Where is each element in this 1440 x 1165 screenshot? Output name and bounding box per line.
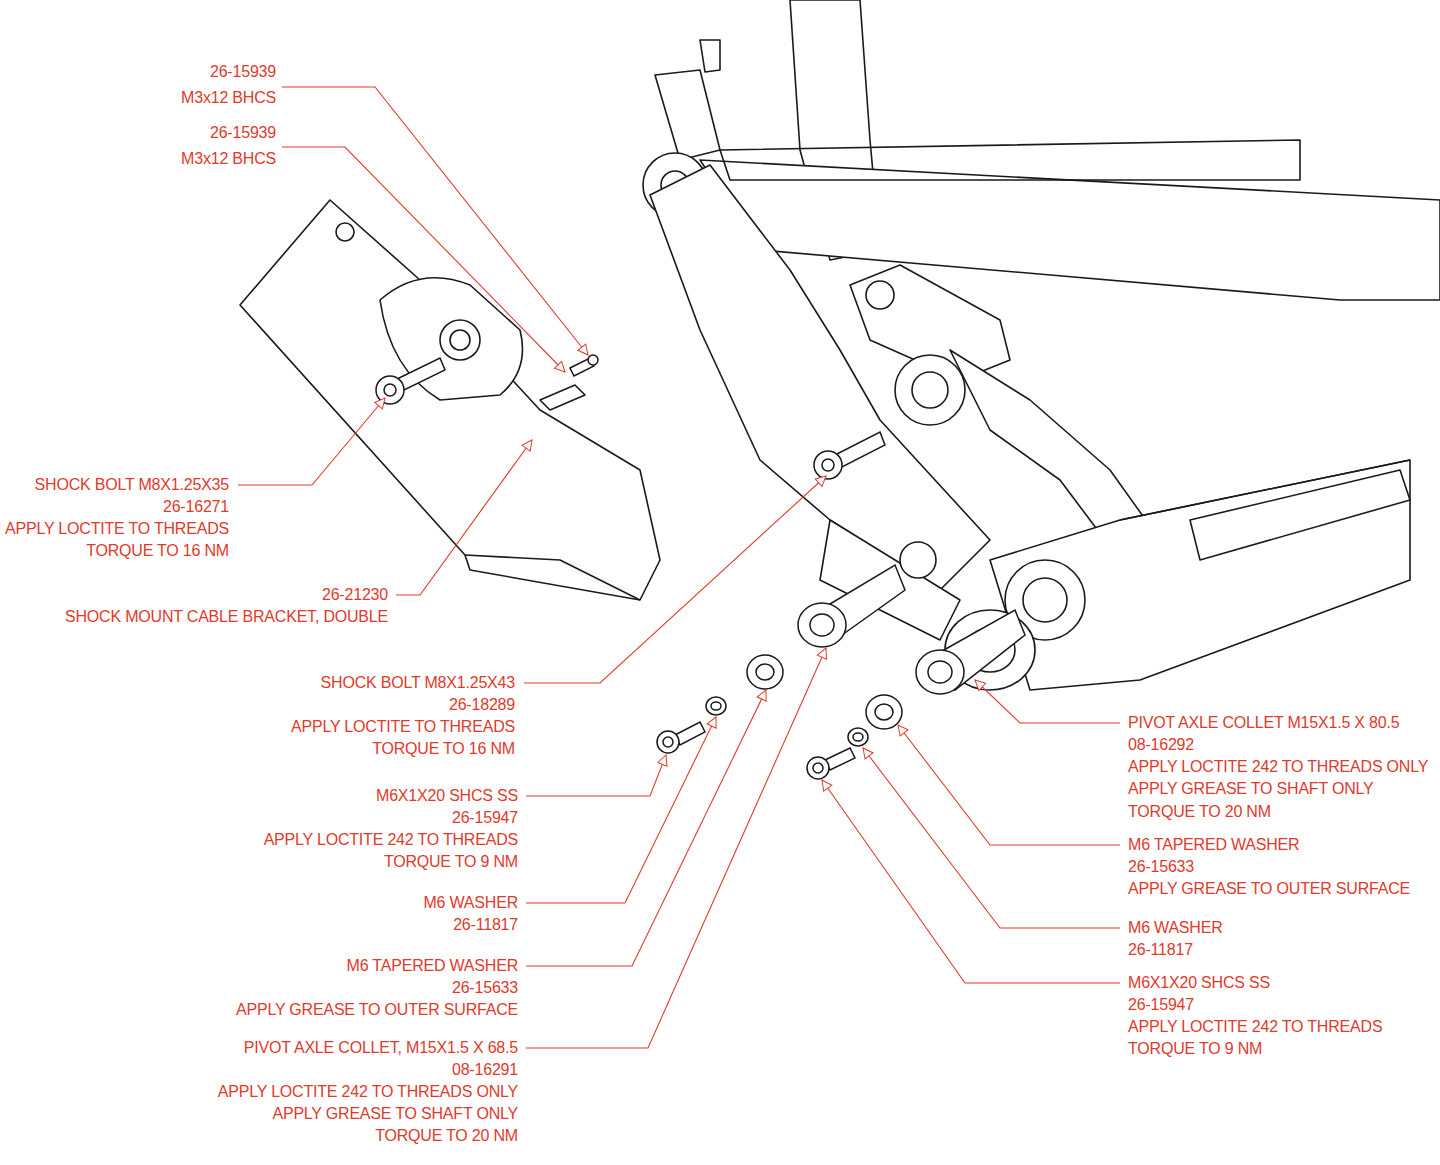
- part-label: 26-21230: [322, 585, 388, 605]
- part-label: M6 TAPERED WASHER: [347, 956, 518, 976]
- part-label: APPLY LOCTITE 242 TO THREADS: [264, 830, 518, 850]
- part-label: PIVOT AXLE COLLET, M15X1.5 X 68.5: [244, 1038, 518, 1058]
- part-label: M6 WASHER: [1128, 918, 1223, 938]
- part-label: 26-15939: [210, 62, 276, 82]
- part-label: TORQUE TO 16 NM: [86, 541, 229, 561]
- part-label: M6X1X20 SHCS SS: [376, 786, 518, 806]
- part-label: SHOCK BOLT M8X1.25X35: [35, 475, 229, 495]
- part-label: M3x12 BHCS: [181, 149, 276, 169]
- part-label: M6X1X20 SHCS SS: [1128, 973, 1270, 993]
- part-label: 26-15939: [210, 123, 276, 143]
- part-label: TORQUE TO 20 NM: [375, 1126, 518, 1146]
- part-label: APPLY LOCTITE TO THREADS: [5, 519, 229, 539]
- part-label: APPLY GREASE TO OUTER SURFACE: [236, 1000, 518, 1020]
- part-label: APPLY GREASE TO SHAFT ONLY: [1128, 779, 1374, 799]
- part-label: 26-15633: [452, 978, 518, 998]
- part-label: 08-16291: [452, 1060, 518, 1080]
- part-label: 08-16292: [1128, 735, 1194, 755]
- part-label: 26-11817: [1128, 940, 1193, 960]
- part-label: 26-15947: [452, 808, 518, 828]
- part-label: APPLY LOCTITE 242 TO THREADS: [1128, 1017, 1382, 1037]
- part-label: SHOCK MOUNT CABLE BRACKET, DOUBLE: [65, 607, 388, 627]
- part-label: PIVOT AXLE COLLET M15X1.5 X 80.5: [1128, 713, 1399, 733]
- part-label: 26-15947: [1128, 995, 1194, 1015]
- part-label: APPLY LOCTITE 242 TO THREADS ONLY: [218, 1082, 518, 1102]
- part-label: TORQUE TO 9 NM: [1128, 1039, 1262, 1059]
- part-label: 26-15633: [1128, 857, 1194, 877]
- part-label: M6 WASHER: [423, 893, 518, 913]
- part-label: 26-16271: [163, 497, 229, 517]
- part-label: TORQUE TO 16 NM: [372, 739, 515, 759]
- part-label: APPLY LOCTITE 242 TO THREADS ONLY: [1128, 757, 1428, 777]
- shock-extension: [240, 200, 660, 600]
- part-label: TORQUE TO 9 NM: [384, 852, 518, 872]
- part-label: M3x12 BHCS: [181, 88, 276, 108]
- part-label: 26-11817: [453, 915, 518, 935]
- part-label: 26-18289: [449, 695, 515, 715]
- part-label: APPLY LOCTITE TO THREADS: [291, 717, 515, 737]
- leader-lines: [238, 87, 1120, 1048]
- bike-frame: [643, 0, 1440, 690]
- part-label: SHOCK BOLT M8X1.25X43: [321, 673, 515, 693]
- part-label: M6 TAPERED WASHER: [1128, 835, 1299, 855]
- part-label: TORQUE TO 20 NM: [1128, 802, 1271, 822]
- part-label: APPLY GREASE TO OUTER SURFACE: [1128, 879, 1410, 899]
- part-label: APPLY GREASE TO SHAFT ONLY: [272, 1104, 518, 1124]
- hardware: [376, 355, 1025, 779]
